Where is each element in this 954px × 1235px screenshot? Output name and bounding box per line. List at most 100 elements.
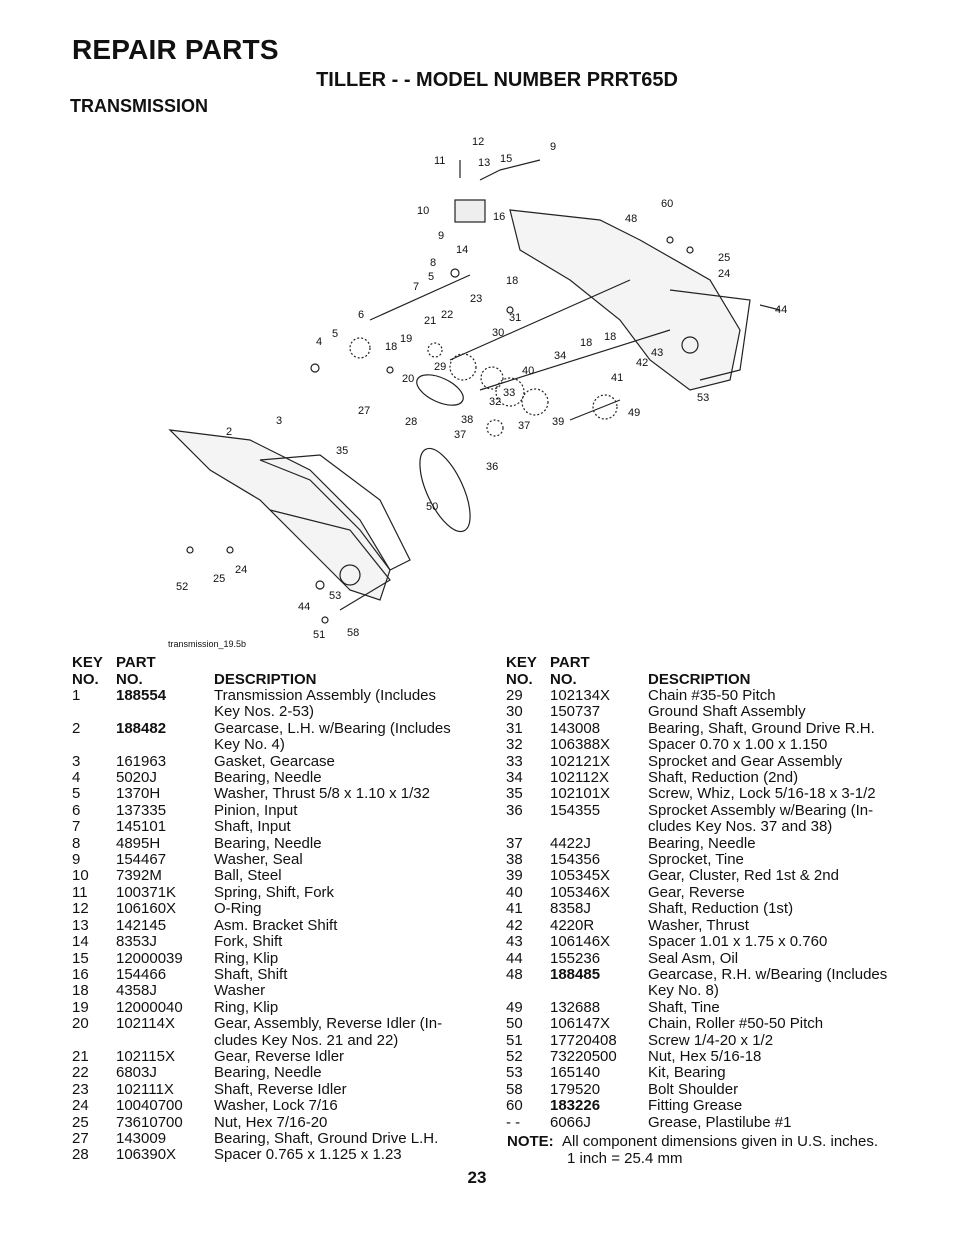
callout: 22 [441, 309, 453, 321]
description-line: Transmission Assembly (Includes [214, 687, 437, 704]
part-number: 179520 [550, 1080, 601, 1098]
part-number: 105346X [550, 883, 611, 901]
part-number: 6066J [550, 1113, 591, 1131]
description-line: Fitting Grease [648, 1097, 743, 1115]
part-number: 106147X [550, 1015, 611, 1033]
part-number: 7392M [116, 867, 162, 885]
section-heading: TRANSMISSION [70, 96, 209, 116]
table-row: 20 102114X Gear, Assembly, Reverse Idler (… [72, 1015, 472, 1049]
callout: 7 [413, 281, 419, 293]
callout: 37 [454, 429, 466, 441]
description-line: Gearcase, R.H. w/Bearing (Includes [648, 965, 888, 983]
part-number: 8353J [116, 933, 157, 951]
callout: 23 [470, 293, 482, 305]
description-line: Shaft, Reduction (1st) [648, 900, 794, 918]
part-number: 4220R [550, 916, 595, 934]
key-number: 12 [72, 900, 89, 918]
key-number: 53 [506, 1064, 523, 1082]
description-line: Sprocket and Gear Assembly [648, 752, 843, 770]
key-number: 23 [72, 1080, 89, 1098]
key-number: 58 [506, 1080, 523, 1098]
header-part: PART [550, 654, 590, 671]
description-line: Screw, Whiz, Lock 5/16-18 x 3-1/2 [648, 785, 876, 803]
description-line: Spacer 1.01 x 1.75 x 0.760 [648, 933, 828, 951]
key-number: 34 [506, 769, 523, 787]
part-description: Bearing, Shaft, Ground Drive L.H. [214, 1130, 472, 1147]
key-number: 60 [506, 1097, 523, 1115]
header-part-no: NO. [550, 671, 577, 688]
part-number: 102114X [116, 1015, 175, 1033]
part-description: Grease, Plastilube #1 [648, 1114, 906, 1131]
part-description: Kit, Bearing [648, 1064, 906, 1081]
part-number: 100371K [116, 883, 177, 901]
callout: 31 [509, 312, 521, 324]
callout: 10 [417, 205, 429, 217]
part-description: Screw, Whiz, Lock 5/16-18 x 3-1/2 [648, 785, 906, 803]
part-description: Washer [214, 982, 472, 999]
chain-loop [419, 447, 471, 533]
description-line: cludes Key Nos. 37 and 38) [648, 818, 833, 836]
header-part-no: NO. [116, 671, 143, 688]
callout: 40 [522, 365, 534, 377]
key-number: 35 [506, 785, 523, 803]
callout: 35 [336, 445, 348, 457]
part-number: 137335 [116, 801, 167, 819]
key-number: - - [506, 1113, 521, 1131]
description-line: Pinion, Input [214, 801, 298, 819]
description-line: Bolt Shoulder [648, 1080, 739, 1098]
key-number: 13 [72, 916, 89, 934]
part-description: Bearing, Shaft, Ground Drive R.H. [648, 720, 906, 737]
part-number: 105345X [550, 867, 611, 885]
part-number: 8358J [550, 900, 591, 918]
part-number: 17720408 [550, 1031, 617, 1049]
callout: 16 [493, 211, 505, 223]
tine-sprocket [592, 394, 618, 420]
part-description: Ball, Steel [214, 868, 472, 885]
key-number: 38 [506, 851, 523, 869]
callout: 19 [400, 333, 412, 345]
part-number: 154466 [116, 965, 167, 983]
key-number: 36 [506, 801, 523, 819]
table-row: 58 179520 Bolt Shoulder [506, 1080, 906, 1098]
description-line: Spring, Shift, Fork [214, 883, 335, 901]
input-shaft [369, 274, 471, 321]
key-number: 5 [72, 785, 81, 803]
page-title: REPAIR PARTS [72, 34, 279, 65]
key-number: 1 [72, 687, 81, 704]
part-description: Shaft, Input [214, 818, 472, 835]
key-number: 43 [506, 933, 523, 951]
description-line: Washer, Seal [214, 851, 303, 869]
callout: 24 [718, 268, 730, 280]
callout: 18 [580, 337, 592, 349]
part-description: Spacer 0.70 x 1.00 x 1.150 [648, 736, 906, 753]
description-line: Gear, Assembly, Reverse Idler (In- [214, 1015, 443, 1033]
key-number: 25 [72, 1113, 89, 1131]
part-number: 106388X [550, 736, 611, 754]
key-number: 29 [506, 687, 523, 704]
callout: 9 [438, 230, 444, 242]
part-description: Fitting Grease [648, 1097, 906, 1115]
key-number: 20 [72, 1015, 89, 1033]
part-number: 155236 [550, 949, 601, 967]
key-number: 11 [72, 883, 88, 901]
callout: 43 [651, 347, 663, 359]
part-number: 4422J [550, 834, 591, 852]
part-number: 73610700 [116, 1113, 183, 1131]
